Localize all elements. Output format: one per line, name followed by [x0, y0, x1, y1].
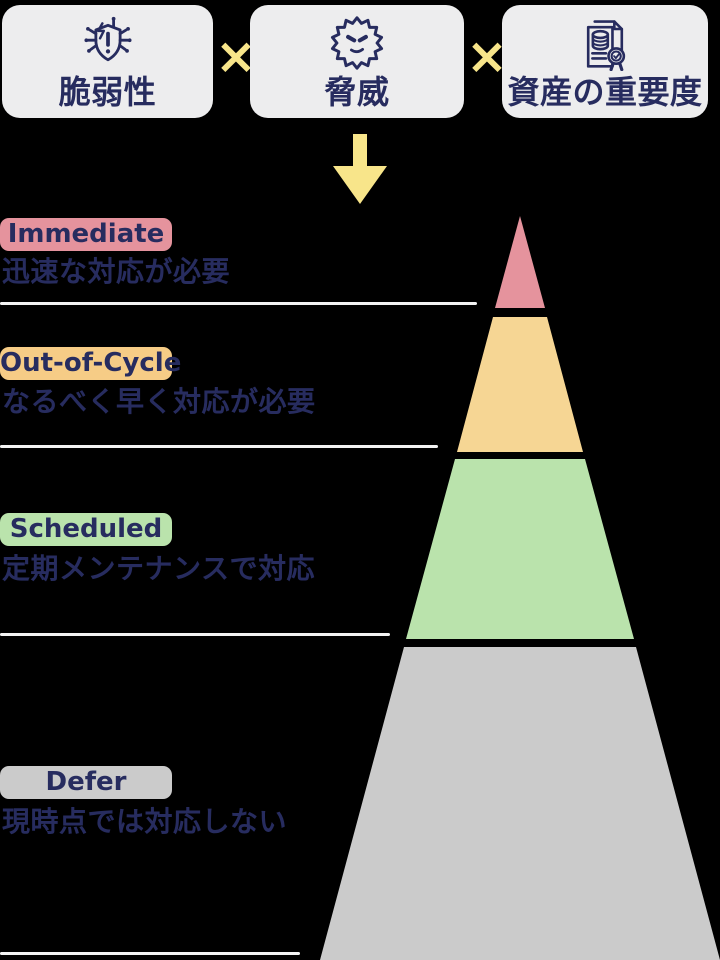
level-separator — [0, 445, 438, 448]
factor-card-asset-importance: 資産の重要度 — [502, 5, 708, 118]
level-badge-immediate: Immediate — [0, 218, 172, 251]
down-arrow-icon — [333, 134, 387, 204]
level-description-immediate: 迅速な対応が必要 — [2, 255, 231, 288]
asset-importance-certificate-icon — [577, 15, 633, 71]
factor-label-threat: 脅威 — [324, 73, 390, 111]
level-description-out-of-cycle: なるべく早く対応が必要 — [2, 385, 316, 418]
pyramid-section-defer — [320, 647, 720, 960]
pyramid-section-scheduled — [406, 459, 634, 639]
level-badge-defer: Defer — [0, 766, 172, 799]
level-separator — [0, 952, 300, 955]
factor-label-asset-importance: 資産の重要度 — [507, 73, 703, 111]
factor-label-vulnerability: 脆弱性 — [58, 73, 157, 111]
level-separator — [0, 633, 390, 636]
vulnerability-shield-icon — [80, 15, 136, 71]
factor-card-threat: 脅威 — [250, 5, 464, 118]
factor-card-vulnerability: 脆弱性 — [2, 5, 213, 118]
pyramid-section-immediate — [495, 216, 545, 308]
threat-virus-icon — [329, 15, 385, 71]
level-description-defer: 現時点では対応しない — [2, 805, 288, 838]
level-description-scheduled: 定期メンテナンスで対応 — [2, 552, 315, 585]
level-badge-scheduled: Scheduled — [0, 513, 172, 546]
multiply-icon: × — [215, 27, 257, 85]
level-badge-out-of-cycle: Out-of-Cycle — [0, 347, 182, 380]
level-separator — [0, 302, 477, 305]
multiply-icon: × — [466, 27, 508, 85]
pyramid-section-out-of-cycle — [457, 317, 583, 452]
down-arrow-shape — [333, 134, 387, 204]
